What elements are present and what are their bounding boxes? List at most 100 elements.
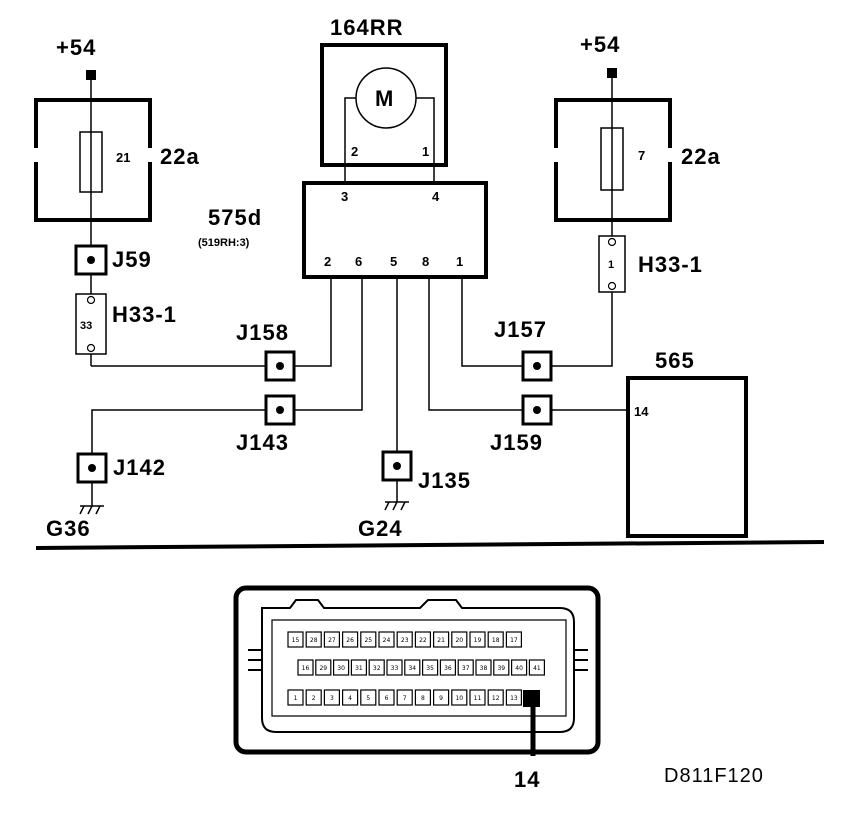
connector-pin-cell bbox=[433, 631, 450, 648]
control-unit-ref: 575d bbox=[208, 205, 262, 230]
connector-j142-label: J142 bbox=[113, 455, 166, 480]
splice-h33-left-pin: 33 bbox=[80, 320, 92, 332]
connector-pin-number: 17 bbox=[510, 637, 518, 644]
motor-symbol-letter: M bbox=[375, 86, 394, 111]
module-ref: 565 bbox=[655, 348, 695, 373]
connector-pin-number: 1 bbox=[294, 695, 298, 702]
fuse-right-number: 7 bbox=[638, 148, 645, 163]
connector-pin-cell bbox=[475, 659, 492, 676]
control-unit-top-pin-1: 3 bbox=[341, 189, 348, 204]
connector-pin-number: 28 bbox=[310, 637, 318, 644]
connector-highlight-pin-label: 14 bbox=[514, 767, 540, 792]
connector-pin-cell bbox=[305, 689, 322, 706]
connector-pin-number: 4 bbox=[348, 695, 352, 702]
connector-pin-number: 19 bbox=[474, 637, 482, 644]
connector-pin-number: 29 bbox=[319, 665, 327, 672]
ground-g24-symbol bbox=[384, 501, 409, 511]
fuse-left-ref: 22a bbox=[160, 144, 200, 169]
connector-pin-number: 25 bbox=[364, 637, 372, 644]
connector-pin-cell bbox=[451, 689, 468, 706]
connector-pin-cell bbox=[323, 631, 340, 648]
connector-pin-number: 8 bbox=[421, 695, 425, 702]
connector-pin-cell bbox=[528, 659, 546, 676]
connector-j143-label: J143 bbox=[236, 430, 289, 455]
fuse-right-ref: 22a bbox=[681, 144, 721, 169]
connector-pin-number: 22 bbox=[419, 637, 427, 644]
connector-pin-number: 3 bbox=[330, 695, 334, 702]
connector-pin-number: 27 bbox=[328, 637, 336, 644]
connector-pin-number: 34 bbox=[408, 665, 416, 672]
connector-pin-number: 7 bbox=[403, 695, 407, 702]
connector-pin-cell bbox=[469, 631, 486, 648]
connector-pin-number: 37 bbox=[462, 665, 470, 672]
connector-j159-label: J159 bbox=[490, 430, 543, 455]
motor-box bbox=[320, 43, 448, 167]
connector-pin-number: 24 bbox=[383, 637, 391, 644]
connector-pin-cell bbox=[315, 659, 332, 676]
connector-pin-cell bbox=[378, 631, 395, 648]
connector-pin-cell bbox=[487, 631, 504, 648]
connector-pin-cell bbox=[360, 631, 377, 648]
connector-pin-cell bbox=[386, 659, 403, 676]
connector-pin-cell bbox=[360, 689, 377, 706]
connector-pin-number: 23 bbox=[401, 637, 409, 644]
connector-pin-cell bbox=[487, 689, 504, 706]
connector-pin-cell bbox=[333, 659, 350, 676]
connector-pin-cell bbox=[305, 631, 322, 648]
connector-pin-number: 11 bbox=[474, 695, 482, 702]
control-unit-pin-5: 5 bbox=[390, 254, 397, 269]
splice-h33-right-label: H33-1 bbox=[638, 252, 703, 277]
connector-pin-number: 13 bbox=[510, 695, 518, 702]
connector-pin-cell bbox=[511, 659, 528, 676]
connector-pin-number: 40 bbox=[515, 665, 523, 672]
connector-pin-number: 38 bbox=[480, 665, 488, 672]
control-unit-pin-1: 1 bbox=[456, 254, 463, 269]
connector-pin-number: 30 bbox=[337, 665, 345, 672]
connector-pin-cell bbox=[404, 659, 421, 676]
control-unit-pin-2: 2 bbox=[324, 254, 331, 269]
connector-pin-cell bbox=[396, 631, 413, 648]
connector-pin-cell bbox=[287, 689, 304, 706]
ground-g36-label: G36 bbox=[46, 516, 91, 541]
connector-pin-cell bbox=[378, 689, 395, 706]
connector-pin-number: 2 bbox=[312, 695, 316, 702]
connector-pin-number: 16 bbox=[302, 665, 310, 672]
connector-pin-cell bbox=[439, 659, 456, 676]
connector-pin-cell bbox=[457, 659, 474, 676]
connector-pin-14-highlight bbox=[523, 690, 540, 707]
connector-pin-cell bbox=[505, 689, 522, 706]
connector-pin-cell bbox=[297, 659, 314, 676]
connector-pin-number: 5 bbox=[366, 695, 370, 702]
connector-pin-number: 32 bbox=[373, 665, 381, 672]
connector-pin-cell bbox=[451, 631, 468, 648]
connector-j59-label: J59 bbox=[112, 247, 152, 272]
ground-g36-symbol bbox=[79, 505, 104, 515]
motor-pin-b: 1 bbox=[422, 144, 429, 159]
supply-left-terminal bbox=[86, 70, 96, 80]
connector-pin-cell bbox=[414, 631, 431, 648]
control-unit-box bbox=[302, 181, 488, 279]
diagram-id-code: D811F120 bbox=[664, 765, 764, 787]
ground-g24-label: G24 bbox=[358, 516, 403, 541]
connector-pin-cell bbox=[396, 689, 413, 706]
connector-pin-number: 31 bbox=[355, 665, 363, 672]
connector-pin-cell bbox=[469, 689, 486, 706]
connector-j158 bbox=[264, 350, 296, 382]
connector-pin-number: 36 bbox=[444, 665, 452, 672]
fuse-box-right bbox=[554, 98, 672, 222]
fuse-box-left bbox=[34, 98, 152, 222]
connector-pin-cell bbox=[414, 689, 431, 706]
connector-j157-label: J157 bbox=[494, 317, 547, 342]
module-box bbox=[626, 376, 748, 538]
connector-pin-number: 12 bbox=[492, 695, 500, 702]
connector-pin-number: 18 bbox=[492, 637, 500, 644]
fuse-left-number: 21 bbox=[116, 150, 130, 165]
section-divider bbox=[35, 540, 825, 550]
connector-pin-cell bbox=[323, 689, 340, 706]
connector-pin-number: 39 bbox=[497, 665, 505, 672]
connector-pin-cell bbox=[342, 689, 359, 706]
control-unit-pin-6: 6 bbox=[355, 254, 362, 269]
motor-ref: 164RR bbox=[330, 15, 403, 40]
connector-pin-cell bbox=[350, 659, 367, 676]
connector-pin-number: 35 bbox=[426, 665, 434, 672]
